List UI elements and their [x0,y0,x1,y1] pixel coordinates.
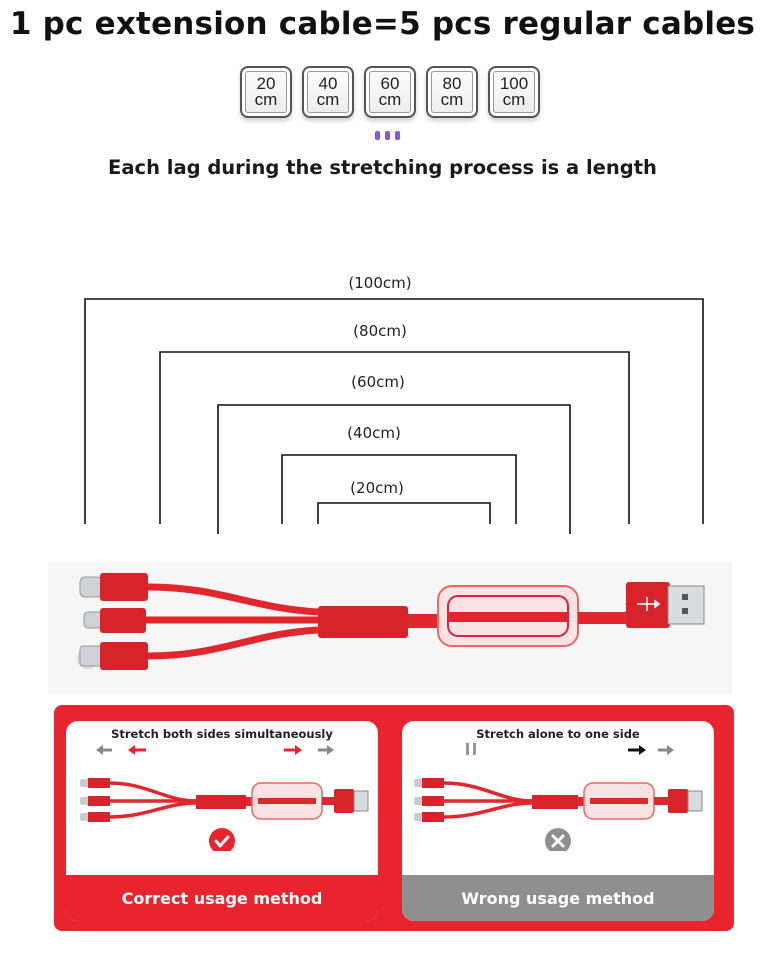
indicator-dot [375,131,380,140]
bracket-20 [317,502,491,524]
bracket-80 [159,351,630,524]
bracket-label: (20cm) [350,479,404,497]
wrong-usage-footer: Wrong usage method [402,875,714,921]
bracket-label: (100cm) [348,274,411,292]
correct-usage-instruction: Stretch both sides simultaneously [111,727,333,741]
correct-usage-card: Stretch both sides simultaneously [66,721,378,921]
length-chip: 100 cm [488,66,540,118]
right-arrows-icon [284,745,334,755]
product-photo-background [48,562,732,694]
mini-cable-icon [414,778,703,822]
length-chip-unit: cm [316,90,340,109]
check-circle-icon [209,828,235,851]
length-chip-value: 20 [256,74,276,93]
mini-cable-icon [80,778,369,822]
usb-icon [637,597,661,611]
shadow-dot [77,647,99,669]
indicator-dot [395,131,400,140]
pause-icon [466,743,476,755]
usage-comparison-panel: Stretch both sides simultaneously [54,705,734,931]
bracket-label: (60cm) [351,373,405,391]
length-chip-unit: cm [378,90,402,109]
length-chip-value: 40 [318,74,338,93]
wrong-usage-instruction: Stretch alone to one side [476,727,640,741]
length-chip-unit: cm [440,90,464,109]
wrong-usage-card: Stretch alone to one side [402,721,714,921]
cable-illustration [79,573,705,670]
headline: 1 pc extension cable=5 pcs regular cable… [9,6,756,42]
length-chip: 20 cm [240,66,292,118]
length-chip-value: 100 [499,74,529,93]
right-arrows-icon [628,745,674,755]
length-chip-value: 80 [442,74,462,93]
indicator-dot [385,131,390,140]
bracket-40 [281,454,517,524]
length-chip-value: 60 [380,74,400,93]
bracket-60 [217,404,571,534]
length-chip: 60 cm [364,66,416,118]
bracket-100 [84,298,704,524]
bracket-label: (40cm) [347,424,401,442]
length-chip-unit: cm [502,90,526,109]
wrong-usage-illustration [414,743,703,851]
cross-circle-icon [545,828,571,851]
length-chip-unit: cm [254,90,278,109]
correct-usage-footer: Correct usage method [66,875,378,921]
subheading: Each lag during the stretching process i… [108,156,657,179]
page-indicator-dots [375,131,400,140]
length-chip: 40 cm [302,66,354,118]
left-arrows-icon [96,745,146,755]
bracket-label: (80cm) [353,322,407,340]
correct-usage-illustration [80,745,369,851]
length-chip-row: 20 cm 40 cm 60 cm 80 cm 100 cm [240,66,540,118]
length-chip: 80 cm [426,66,478,118]
